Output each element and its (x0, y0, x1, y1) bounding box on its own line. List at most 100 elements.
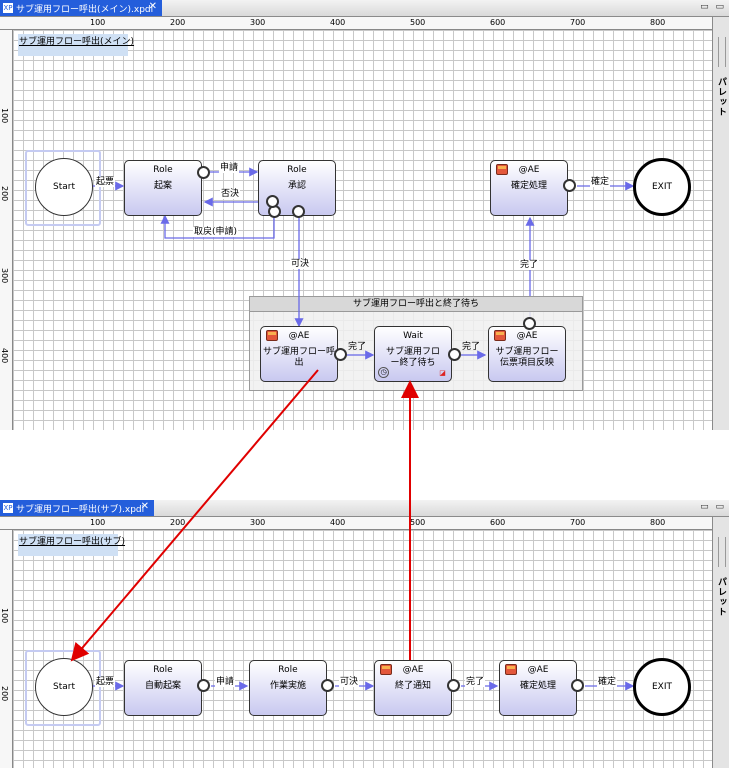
vertical-ruler: 100 200 (0, 530, 13, 768)
node-name: 確定処理 (519, 681, 556, 691)
edge-label: 完了 (348, 342, 367, 352)
node-name: 作業実施 (269, 681, 306, 691)
ruler-tick: 700 (570, 18, 586, 27)
ruler-tick: 500 (410, 518, 426, 527)
activity-notify[interactable]: @AE 終了通知 (374, 660, 452, 716)
ruler-tick: 100 (0, 108, 9, 124)
ruler-tick: 600 (490, 518, 506, 527)
start-event[interactable]: Start (35, 158, 93, 216)
confirm-out-port[interactable] (563, 179, 576, 192)
ruler-tick: 200 (0, 186, 9, 202)
palette-title: パレット (716, 77, 726, 117)
sub-process-editor: XP サブ運用フロー呼出(サブ).xpdl ✕ ▭ ▭ 100 200 300 … (0, 500, 729, 768)
ruler-tick: 600 (490, 18, 506, 27)
ruler-tick: 500 (410, 18, 426, 27)
timer-icon: ◷ (378, 367, 389, 378)
edge-label: 可決 (290, 259, 311, 269)
xpdl-file-icon: XP (3, 3, 13, 13)
edge-label: 申請 (219, 163, 240, 173)
editor-tab-bar: XP サブ運用フロー呼出(メイン).xpdl ✕ ▭ ▭ (0, 0, 729, 17)
activity-work[interactable]: Role 作業実施 (249, 660, 327, 716)
ruler-tick: 400 (330, 18, 346, 27)
notify-out-port[interactable] (447, 679, 460, 692)
activity-reflect[interactable]: @AE サブ運用フロー伝票項目反映 (488, 326, 566, 382)
edge-label: 起票 (95, 677, 116, 687)
edge-label: 確定 (590, 177, 611, 187)
edges-layer (90, 681, 635, 691)
node-name: サブ運用フロー呼出 (262, 347, 335, 368)
approve-out-port[interactable] (292, 205, 305, 218)
ruler-tick: 200 (0, 686, 9, 702)
node-name: 起案 (153, 181, 172, 191)
ruler-tick: 100 (90, 518, 106, 527)
node-role: @AE (288, 331, 310, 341)
ruler-tick: 800 (650, 18, 666, 27)
tab-title: サブ運用フロー呼出(メイン).xpdl (16, 4, 154, 15)
activity-subcall[interactable]: @AE サブ運用フロー呼出 (260, 326, 338, 382)
activity-autodraft[interactable]: Role 自動起案 (124, 660, 202, 716)
ruler-tick: 700 (570, 518, 586, 527)
close-icon[interactable]: ✕ (148, 1, 157, 12)
edge-label: 可決 (339, 677, 360, 687)
node-name: 確定処理 (510, 181, 547, 191)
confirm-out-port[interactable] (571, 679, 584, 692)
tab-main-xpdl[interactable]: XP サブ運用フロー呼出(メイン).xpdl ✕ (0, 0, 162, 16)
vertical-ruler: 100 200 300 400 (0, 30, 13, 430)
main-process-editor: XP サブ運用フロー呼出(メイン).xpdl ✕ ▭ ▭ 100 200 300… (0, 0, 729, 430)
lane-edges-layer (294, 296, 487, 360)
tab-sub-xpdl[interactable]: XP サブ運用フロー呼出(サブ).xpdl ✕ (0, 500, 154, 516)
activity-confirm[interactable]: @AE 確定処理 (499, 660, 577, 716)
node-name: 自動起案 (144, 681, 181, 691)
work-out-port[interactable] (321, 679, 334, 692)
activity-draft[interactable]: Role 起案 (124, 160, 202, 216)
close-icon[interactable]: ✕ (140, 501, 149, 512)
edge-label: 完了 (465, 677, 486, 687)
window-buttons[interactable]: ▭ ▭ (700, 2, 726, 12)
ruler-tick: 400 (0, 348, 9, 364)
start-selection-frame (25, 650, 101, 726)
palette-panel[interactable]: パレット (712, 517, 729, 768)
process-canvas[interactable]: サブ運用フロー呼出(メイン) Start (13, 30, 712, 430)
activity-confirm[interactable]: @AE 確定処理 (490, 160, 568, 216)
approve-reject-port[interactable] (266, 195, 279, 208)
edge-torimodoshi (160, 208, 275, 239)
node-role: Role (287, 165, 307, 175)
ruler-tick: 400 (330, 518, 346, 527)
autodraft-out-port[interactable] (197, 679, 210, 692)
node-role: Role (153, 165, 173, 175)
node-role: @AE (516, 331, 538, 341)
palette-panel[interactable]: パレット (712, 17, 729, 430)
start-selection-frame (25, 150, 101, 226)
node-role: @AE (518, 165, 540, 175)
exit-label: EXIT (651, 682, 672, 692)
start-event[interactable]: Start (35, 658, 93, 716)
palette-grip-icon[interactable] (718, 537, 726, 567)
process-canvas[interactable]: サブ運用フロー呼出(サブ) Start Role 自動起案 (13, 530, 712, 768)
ruler-tick: 300 (250, 18, 266, 27)
activity-wait[interactable]: Wait サブ運用フロー終了待ち ◷ ◪ (374, 326, 452, 382)
palette-grip-icon[interactable] (718, 37, 726, 67)
horizontal-ruler: 100 200 300 400 500 600 700 800 (0, 17, 712, 30)
process-name[interactable]: サブ運用フロー呼出(メイン) (18, 34, 134, 56)
tab-title: サブ運用フロー呼出(サブ).xpdl (16, 504, 145, 515)
edge-label: 確定 (597, 677, 618, 687)
exit-event[interactable]: EXIT (633, 158, 691, 216)
node-role: Role (153, 665, 173, 675)
editor-tab-bar: XP サブ運用フロー呼出(サブ).xpdl ✕ ▭ ▭ (0, 500, 729, 517)
start-label: Start (53, 682, 75, 692)
window-buttons[interactable]: ▭ ▭ (700, 502, 726, 512)
horizontal-ruler: 100 200 300 400 500 600 700 800 (0, 517, 712, 530)
ruler-tick: 200 (170, 18, 186, 27)
reflect-out-port[interactable] (523, 317, 536, 330)
auto-execute-icon (496, 164, 508, 175)
lane-title: サブ運用フロー呼出と終了待ち (250, 297, 582, 312)
draft-out-port[interactable] (197, 166, 210, 179)
auto-execute-icon (380, 664, 392, 675)
exit-event[interactable]: EXIT (633, 658, 691, 716)
ruler-tick: 300 (0, 268, 9, 284)
node-name: サブ運用フロー伝票項目反映 (495, 347, 559, 368)
auto-execute-icon (494, 330, 506, 341)
edge-label: 取戻(申請) (193, 227, 239, 237)
subcall-out-port[interactable] (334, 348, 347, 361)
wait-out-port[interactable] (448, 348, 461, 361)
